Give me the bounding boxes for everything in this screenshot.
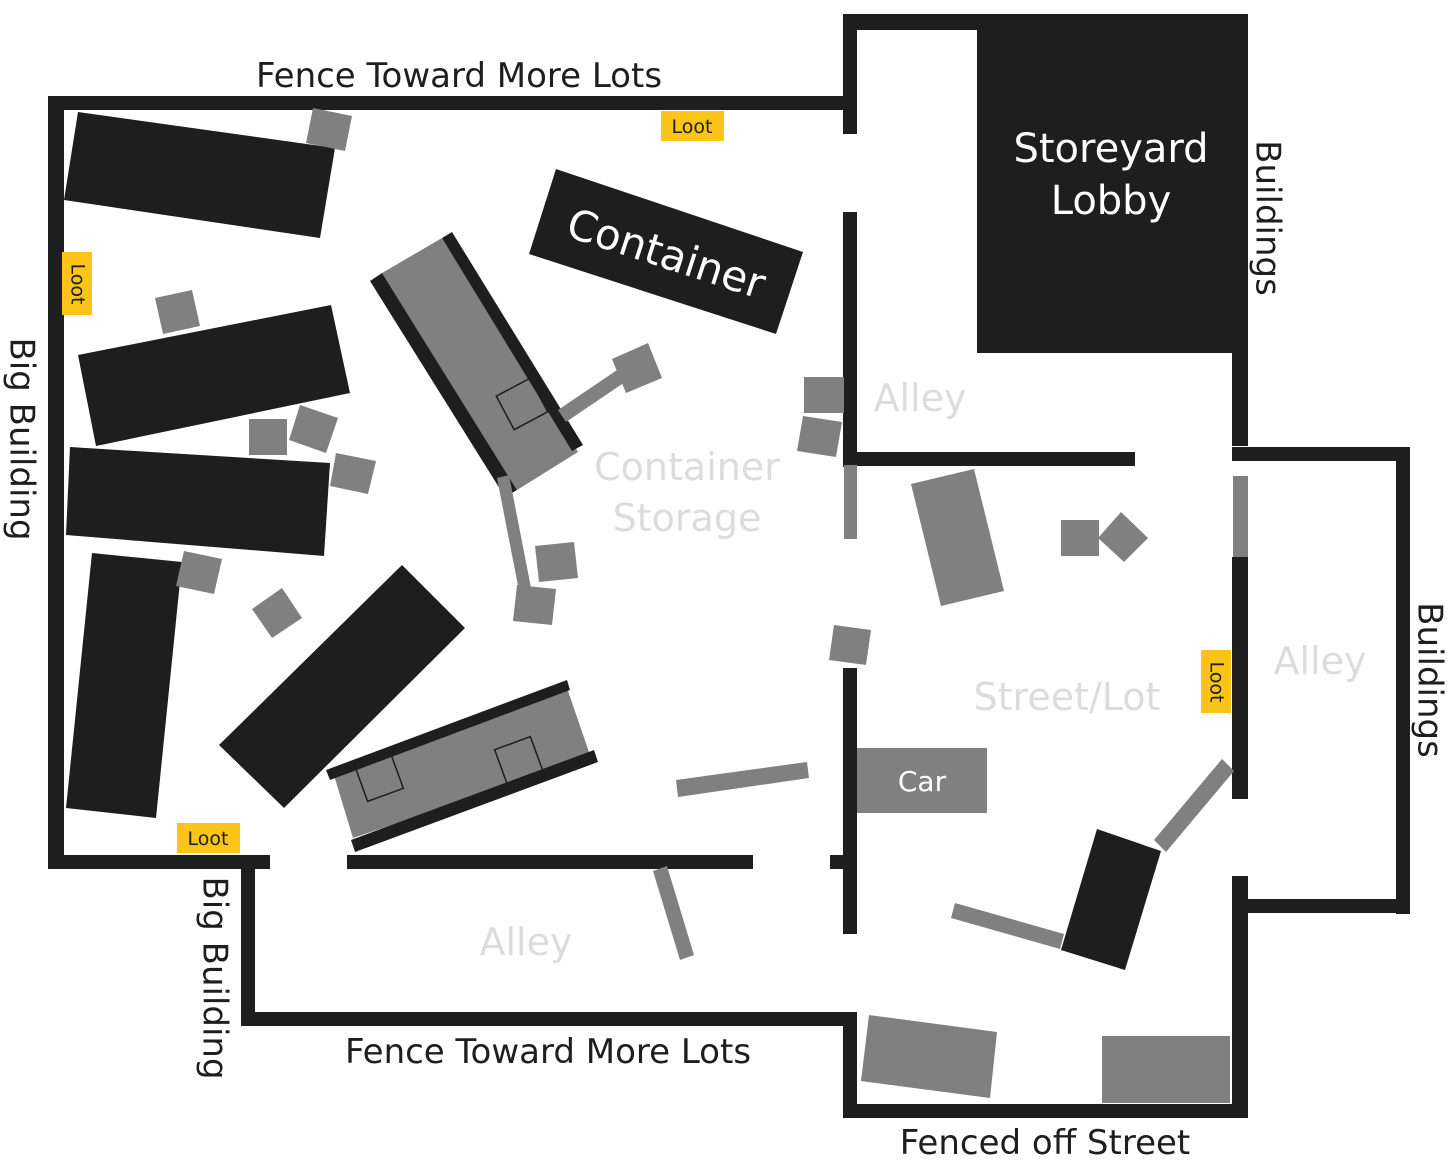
wall-right-mid — [1232, 557, 1248, 799]
plank-6 — [1154, 759, 1234, 852]
wall-right-alley-bottom — [1232, 899, 1410, 913]
wall-divider-top — [843, 14, 857, 134]
wall-divider-bottom — [843, 1012, 857, 1118]
crate-15 — [1098, 512, 1148, 562]
loot-label-bottom: Loot — [188, 828, 229, 850]
loot-label-left: Loot — [67, 264, 89, 305]
big-building-bottom-label: Big Building — [195, 876, 235, 1079]
storeyard-lobby: Storeyard Lobby — [977, 14, 1248, 353]
loot-label-right: Loot — [1206, 662, 1228, 703]
gate-right — [1233, 476, 1248, 557]
wall-left — [48, 96, 64, 869]
grey-container-bottom-edge-1 — [326, 680, 570, 780]
loot-label-top: Loot — [672, 116, 713, 138]
buildings-right-label: Buildings — [1410, 602, 1450, 758]
crate-7 — [252, 588, 302, 638]
dark-container-1 — [64, 112, 335, 238]
plank-5 — [951, 903, 1064, 949]
plank-4 — [653, 866, 694, 960]
edge-labels: Fence Toward More Lots Fence Toward More… — [2, 56, 1450, 1162]
walls — [48, 14, 1410, 1118]
grey-planks — [497, 368, 1234, 960]
alley-upper-label: Alley — [874, 376, 967, 420]
gate-divider — [844, 465, 857, 539]
storeyard-lobby-label-1: Storeyard — [1013, 126, 1208, 172]
buildings-right-top-label: Buildings — [1248, 140, 1288, 296]
crate-8 — [535, 542, 578, 582]
grey-block-street-1 — [861, 1015, 997, 1098]
wall-divider-upper — [843, 212, 857, 467]
alley-right-label: Alley — [1274, 639, 1367, 683]
crate-3 — [249, 419, 287, 455]
wall-bottom-left — [48, 855, 270, 869]
crate-11 — [804, 377, 844, 413]
dark-block-street — [1061, 829, 1161, 970]
big-building-left-label: Big Building — [2, 337, 42, 540]
plank-2 — [497, 475, 532, 596]
crate-outline-1 — [495, 377, 549, 431]
crate-5 — [330, 453, 376, 494]
wall-alley-bottom — [241, 1012, 857, 1026]
dark-containers: Container — [64, 112, 1161, 970]
wall-top-fence — [48, 96, 856, 110]
crate-2 — [155, 290, 200, 334]
fence-top-label: Fence Toward More Lots — [256, 56, 662, 96]
loot-marker-right: Loot — [1201, 650, 1231, 713]
plank-3 — [676, 762, 809, 797]
loot-markers: Loot Loot Loot Loot — [62, 111, 1231, 853]
loot-marker-left: Loot — [62, 252, 92, 315]
car — [857, 748, 987, 813]
grey-container-diagonal-edge-1 — [370, 273, 517, 497]
crate-1 — [306, 108, 352, 151]
dark-container-4 — [66, 553, 182, 818]
grey-block-street-2 — [1102, 1036, 1230, 1103]
wall-alley-divider — [843, 452, 1135, 466]
dark-container-6 — [529, 169, 803, 334]
grey-containers — [326, 232, 598, 852]
storeyard-lobby-label-2: Lobby — [1051, 178, 1172, 224]
crate-4 — [289, 405, 338, 453]
plank-1 — [558, 368, 628, 422]
crate-12 — [797, 416, 842, 457]
wall-bottom-middle — [347, 855, 753, 869]
wall-alley-left — [241, 862, 255, 1026]
dark-container-3 — [66, 447, 330, 556]
wall-right-alley-side — [1396, 447, 1410, 914]
loot-marker-top: Loot — [661, 111, 724, 141]
crate-outline-3 — [493, 735, 545, 787]
fence-bottom-label: Fence Toward More Lots — [345, 1032, 751, 1072]
crate-6 — [176, 551, 222, 594]
grey-container-diagonal — [382, 238, 578, 490]
area-labels: Alley Container Storage Street/Lot Alley… — [480, 376, 1367, 964]
street-objects: Car — [857, 469, 1230, 1103]
wall-right-lower — [1232, 876, 1248, 1118]
grey-container-diagonal-edge-2 — [442, 232, 583, 451]
wall-right-alley-top — [1232, 447, 1410, 461]
street-lot-label: Street/Lot — [974, 675, 1161, 719]
grey-truck — [911, 469, 1004, 606]
wall-street-bottom — [843, 1104, 1248, 1118]
loot-marker-bottom: Loot — [177, 823, 240, 853]
dark-container-5 — [219, 565, 465, 808]
grey-container-bottom — [333, 688, 591, 838]
wall-divider-lower — [843, 668, 857, 934]
alley-bottom-label: Alley — [480, 920, 573, 964]
dark-container-2 — [78, 305, 350, 446]
container-storage-label-1: Container — [594, 445, 780, 489]
crate-14 — [1061, 520, 1099, 556]
crate-13 — [829, 625, 871, 665]
fenced-off-street-label: Fenced off Street — [900, 1123, 1191, 1162]
car-label: Car — [898, 765, 947, 798]
crate-outline-2 — [353, 751, 405, 803]
container-storage-label-2: Storage — [613, 496, 762, 540]
storeyard-lobby-building — [977, 14, 1248, 353]
